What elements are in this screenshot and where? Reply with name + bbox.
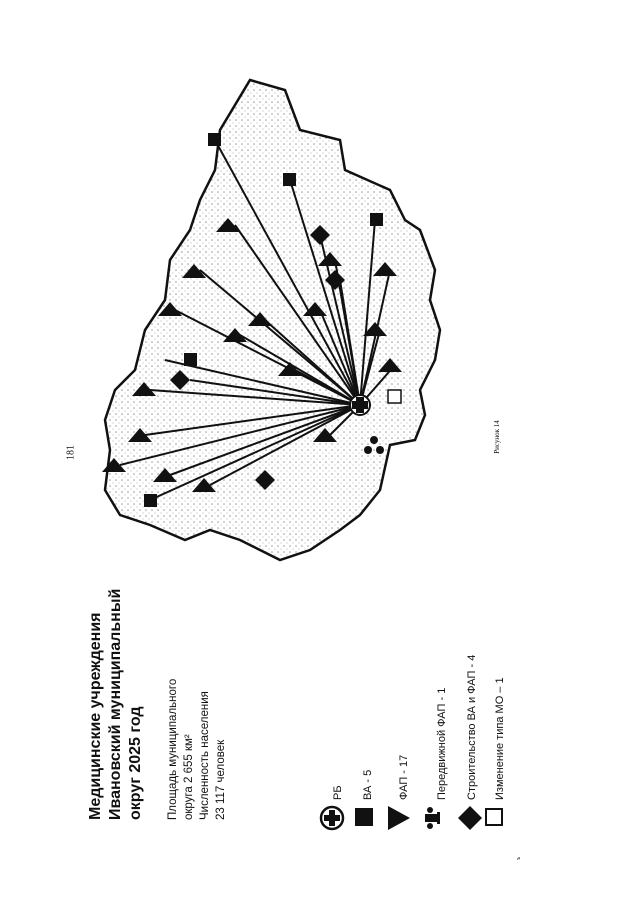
legend-va-label: ВА - 5 (362, 769, 374, 800)
fap-marker (223, 328, 247, 342)
va-marker (370, 213, 383, 226)
fap-marker (363, 322, 387, 336)
legend-construction-label: Строительство ВА и ФАП - 4 (466, 654, 478, 800)
construction-marker (325, 270, 345, 290)
title-line-3: округ 2025 год (127, 706, 144, 820)
diamond-icon (458, 806, 482, 830)
district-map (102, 78, 442, 562)
legend-mo-change-label: Изменение типа МО – 1 (494, 677, 506, 800)
va-marker (208, 133, 221, 146)
fap-marker (313, 428, 337, 442)
fap-marker (182, 264, 206, 278)
district-boundary (103, 78, 442, 562)
mobile-fap-marker (364, 436, 384, 454)
va-marker (283, 173, 296, 186)
legend-fap-label: ФАП - 17 (398, 754, 410, 800)
fap-marker (216, 218, 240, 232)
fap-marker (378, 358, 402, 372)
fap-marker (132, 382, 156, 396)
mobile-fap-icon (425, 807, 440, 829)
map-markers (102, 133, 402, 507)
footnote-mark: ъ (516, 856, 522, 860)
va-marker (144, 494, 157, 507)
fap-marker (102, 458, 126, 472)
area-value: округа 2 655 км² (183, 734, 195, 820)
hospital-cross-icon (319, 805, 345, 831)
fap-marker (373, 262, 397, 276)
page-number: 181 (65, 445, 77, 460)
fap-marker (278, 362, 302, 376)
title-line-2: Ивановский муниципальный (107, 588, 124, 820)
va-marker (184, 353, 197, 366)
fap-marker (248, 312, 272, 326)
fap-marker (303, 302, 327, 316)
fap-marker (153, 468, 177, 482)
square-icon (355, 808, 373, 826)
construction-marker (255, 470, 275, 490)
fap-marker (128, 428, 152, 442)
legend-rb-label: РБ (332, 785, 344, 800)
population-label: Численность населения (199, 691, 211, 820)
legend-mobile-fap-label: Передвижной ФАП - 1 (436, 687, 448, 800)
title-line-1: Медицинские учреждения (87, 612, 104, 820)
fap-marker (158, 302, 182, 316)
population-value: 23 117 человек (215, 739, 227, 820)
fap-marker (318, 252, 342, 266)
construction-marker (310, 225, 330, 245)
construction-marker (170, 370, 190, 390)
hospital-hub-marker (349, 394, 371, 416)
fap-marker (192, 478, 216, 492)
triangle-icon (388, 806, 410, 830)
figure-caption: Рисунок 14 (493, 420, 501, 454)
outline-square-icon (485, 808, 503, 826)
mo-change-marker (387, 389, 402, 404)
area-label: Площадь муниципального (167, 678, 179, 820)
legend-icons (319, 805, 503, 831)
